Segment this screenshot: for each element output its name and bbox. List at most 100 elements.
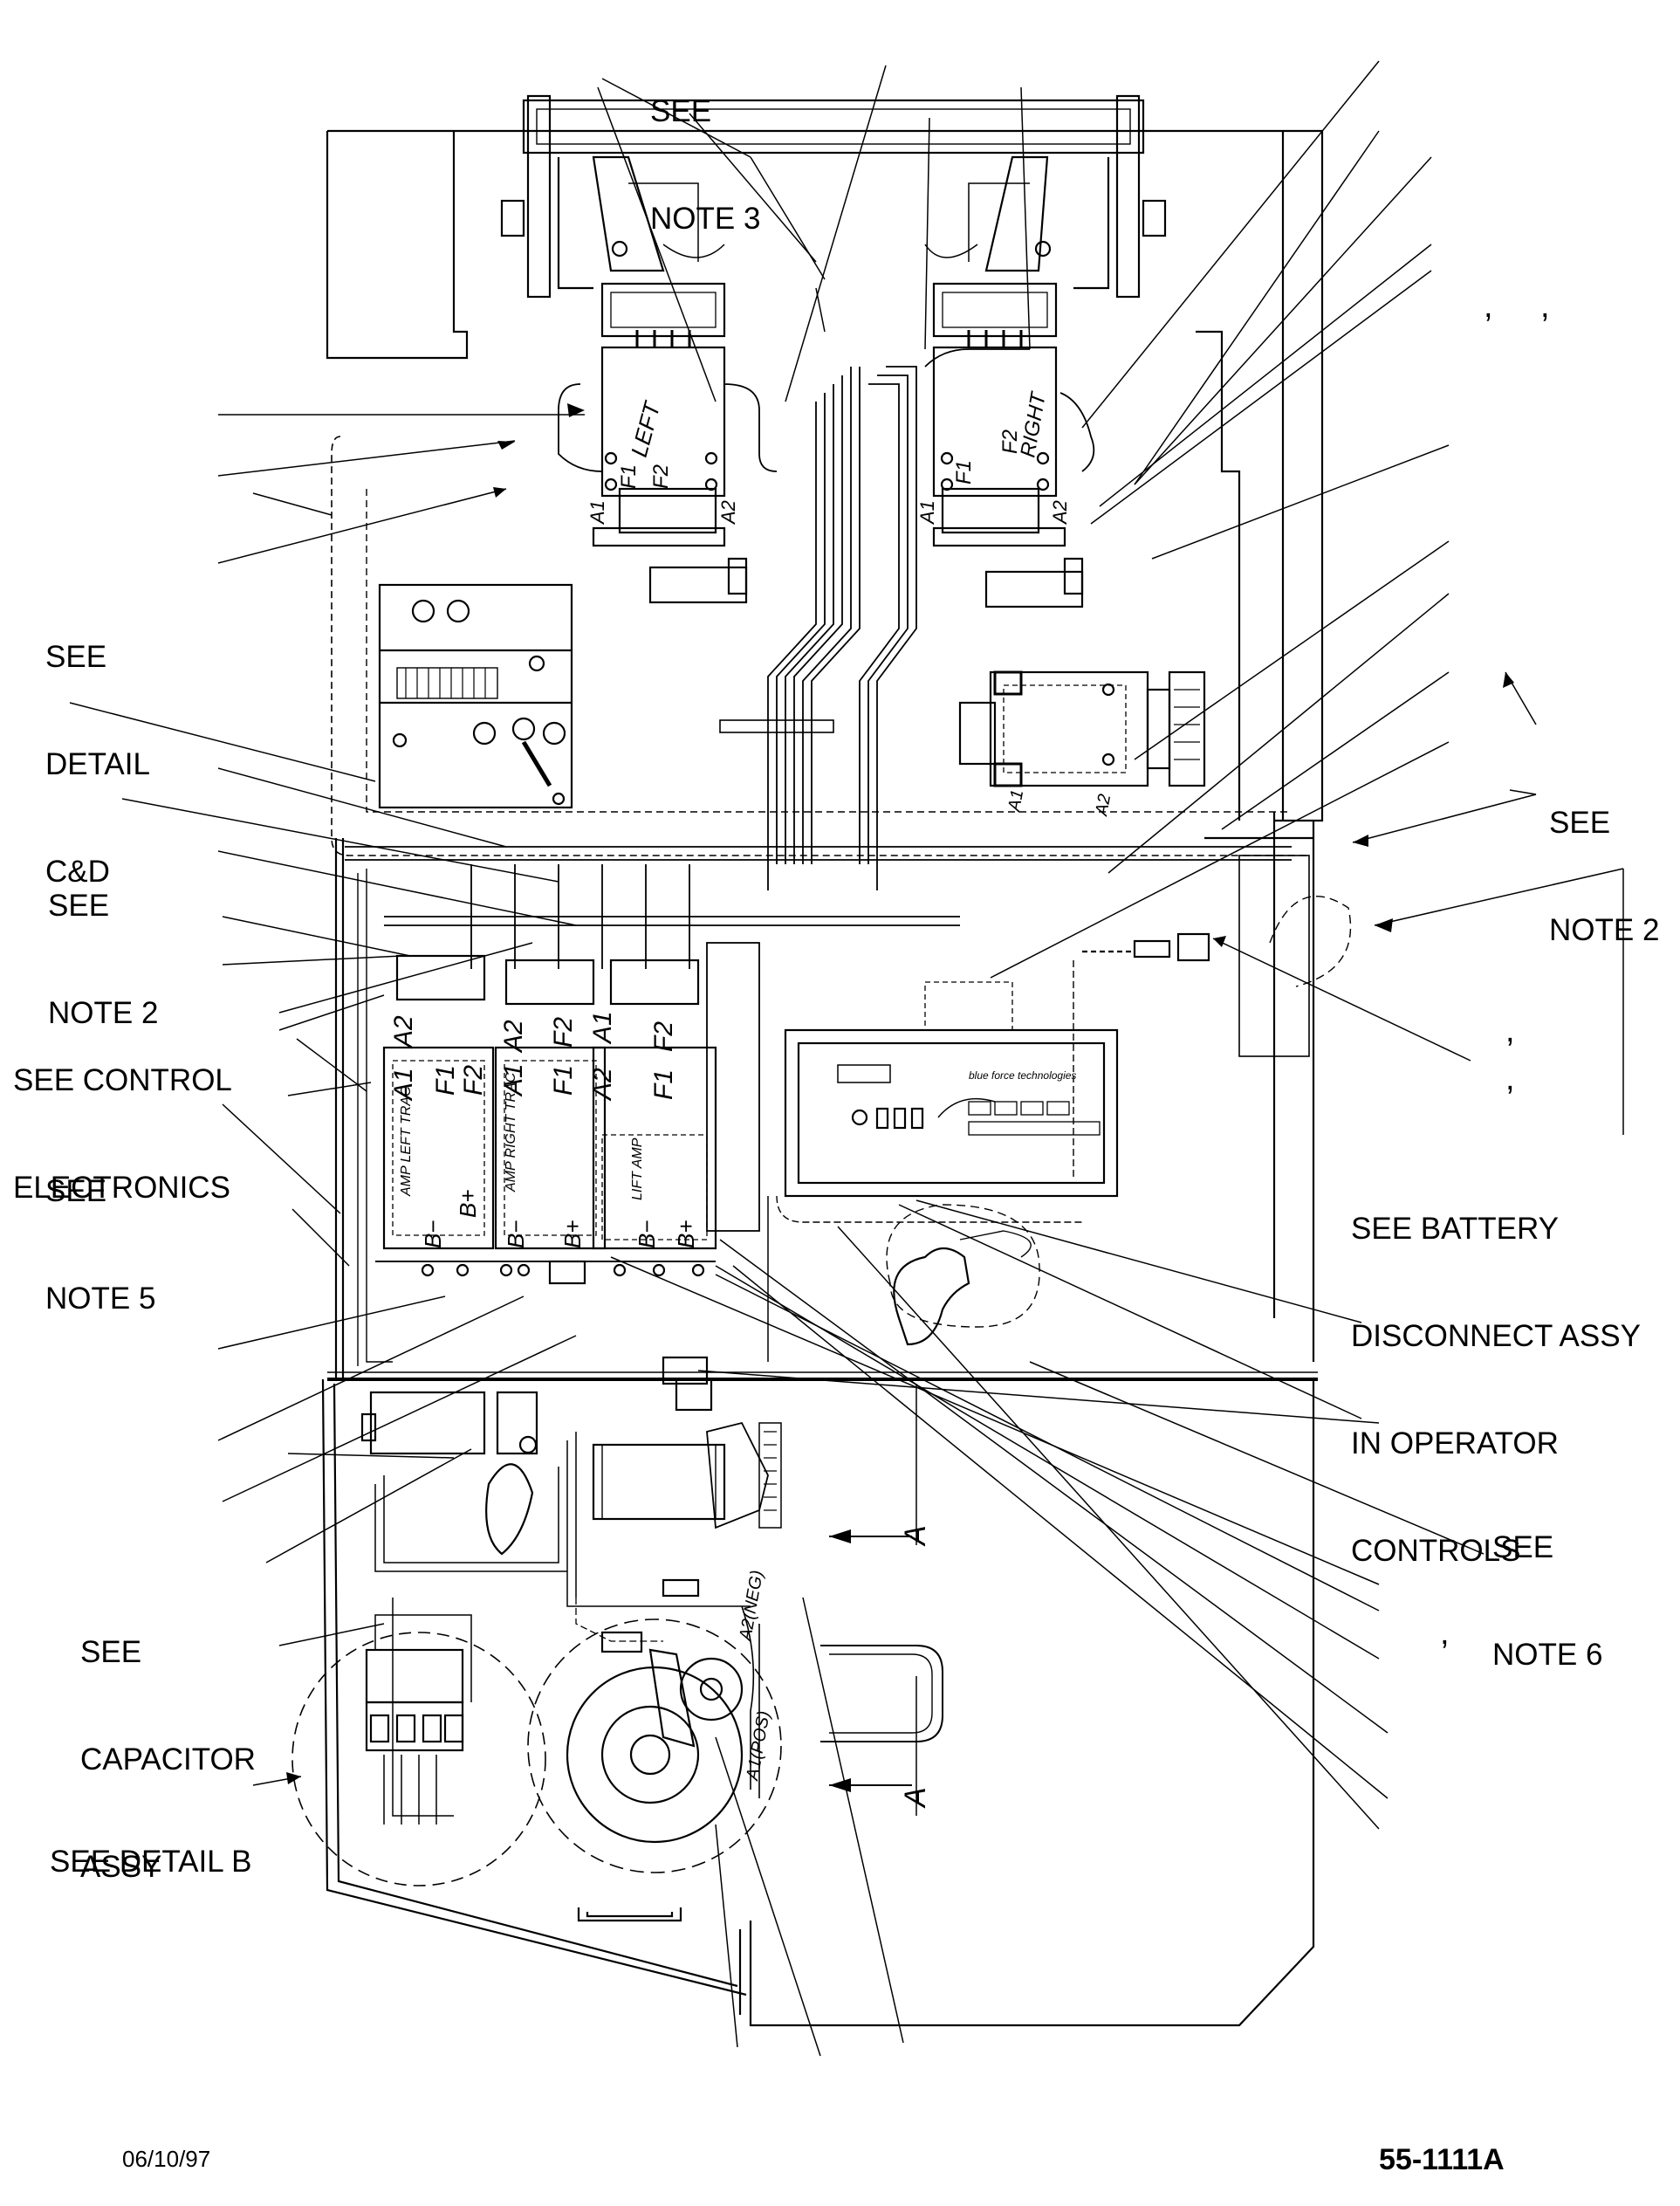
comma-mark: ,: [1540, 288, 1550, 325]
upper-bus: [345, 846, 1292, 1366]
amp-lift-f1: F1: [649, 1069, 678, 1100]
main-harness: [558, 348, 1095, 890]
left-motor-markings: LEFT F1 F2 A1 A2: [586, 397, 739, 526]
label-see-detail-b: SEE DETAIL B: [50, 1772, 251, 1915]
amp-lift-a2: A2: [588, 1068, 617, 1102]
amp-right-b-minus: B−: [503, 1220, 529, 1248]
drive-axle-frame: [500, 94, 1167, 299]
amp-right-b-plus: B+: [559, 1220, 586, 1248]
comma-mark: ,: [1484, 288, 1493, 325]
lower-left-components: [360, 1391, 567, 1572]
label-line: C&D: [45, 855, 110, 889]
left-motor-label: LEFT: [626, 397, 666, 459]
section-mark-bottom: A: [899, 1787, 932, 1809]
left-motor-a1: A1: [586, 500, 608, 526]
amp-terminal-strip: [375, 1260, 716, 1285]
amp-left-f2: F2: [459, 1065, 488, 1096]
lift-contactor: [566, 1356, 782, 1653]
amp-right-a2: A2: [499, 1020, 528, 1054]
amplifier-right-trac: [494, 959, 607, 1250]
amp-right-name: AMP RIGHT TRAC: [504, 1072, 518, 1192]
tow-handle: [820, 1645, 943, 1742]
label-see-control-electronics: SEE CONTROL ELECTRONICS: [13, 991, 232, 1241]
right-traction-motor: [932, 282, 1084, 608]
section-marker: [829, 1384, 917, 1816]
lift-pump-motor: [527, 1605, 782, 1873]
left-motor-a2: A2: [717, 500, 739, 526]
label-see-note-2-right: SEE NOTE 2: [1549, 733, 1659, 984]
amplifier-lift: [592, 942, 760, 1250]
amp-left-name: AMP LEFT TRAC: [399, 1086, 414, 1197]
label-see-note-5: SEE NOTE 5: [45, 1102, 155, 1352]
display-module: [784, 981, 1119, 1198]
right-motor-f1: F1: [952, 460, 976, 484]
label-see-battery-disconnect: SEE BATTERY DISCONNECT ASSY IN OPERATOR …: [1351, 1139, 1641, 1605]
label-line: SEE: [80, 1635, 142, 1669]
contactor-markings: A1 A2: [1005, 788, 1114, 818]
label-line: CAPACITOR: [80, 1742, 256, 1776]
chassis-outline: [321, 129, 1324, 2027]
amp-left-a1: A1: [389, 1068, 418, 1102]
contactor-assembly: [958, 670, 1206, 787]
comma-mark: ,: [1440, 1615, 1450, 1652]
battery-connector: [1073, 855, 1352, 1179]
detail-b-region: [291, 1597, 546, 1886]
right-motor-f2: F2: [998, 430, 1022, 454]
label-line: NOTE 2: [1549, 913, 1660, 947]
amp-left-a2: A2: [389, 1015, 418, 1049]
label-see-capacitor-assy: SEE CAPACITOR ASSY: [80, 1563, 256, 1921]
amp-lift-b-minus: B−: [634, 1220, 660, 1248]
left-traction-motor: [592, 282, 748, 604]
label-line: DISCONNECT ASSY: [1351, 1319, 1641, 1353]
label-line: SEE: [1549, 806, 1611, 840]
label-line: SEE: [650, 94, 712, 128]
right-motor-a1: A1: [916, 500, 938, 526]
display-brand: blue force technologies: [969, 1069, 1076, 1082]
amplifier-left-trac: [382, 954, 495, 1250]
amp-left-f1: F1: [431, 1065, 460, 1096]
drawing-number: 55-1111A: [1379, 2143, 1505, 2176]
contactor-a-mark: A1: [1005, 788, 1027, 814]
amp-right-f2: F2: [549, 1017, 578, 1048]
comma-mark: ,: [1505, 1013, 1515, 1049]
contactor-s-mark: A2: [1092, 793, 1114, 818]
section-mark-top: A: [899, 1525, 932, 1547]
steering-pump-area: [767, 1195, 1082, 1362]
amp-lift-name: LIFT AMP: [630, 1137, 645, 1200]
label-line: SEE DETAIL B: [50, 1845, 252, 1879]
arrowheads: [286, 403, 1514, 1792]
label-line: CONTROLS: [1351, 1534, 1521, 1568]
amp-markings: A1 A2 F1 F2 AMP LEFT TRAC B− B+ A1 A2 F1…: [389, 1011, 699, 1248]
detail-cd-panel: [378, 583, 573, 809]
label-line: SEE: [45, 640, 107, 674]
label-see-detail-cd: SEE DETAIL C&D: [45, 567, 150, 925]
label-see-note-6: SEE NOTE 6: [1492, 1458, 1602, 1708]
amp-lift-a1: A1: [588, 1011, 617, 1045]
label-line: NOTE 2: [48, 996, 159, 1030]
leader-lines: [69, 60, 1624, 2057]
label-see-note-2-left: SEE NOTE 2: [48, 816, 158, 1067]
label-see-note-3: SEE NOTE 3: [650, 22, 760, 272]
amp-left-b-minus: B−: [420, 1220, 446, 1248]
right-motor-a2: A2: [1049, 500, 1071, 526]
label-line: SEE: [1492, 1530, 1554, 1564]
amp-lift-b-plus: B+: [673, 1220, 699, 1248]
left-motor-f2: F2: [649, 464, 673, 489]
left-motor-f1: F1: [617, 464, 641, 489]
amp-left-b-plus: B+: [455, 1189, 481, 1218]
pump-a1-pos: A1(POS): [743, 1709, 774, 1783]
label-line: NOTE 5: [45, 1282, 156, 1316]
label-line: SEE: [45, 1174, 107, 1208]
label-line: SEE: [48, 889, 110, 923]
label-line: IN OPERATOR: [1351, 1426, 1559, 1460]
label-line: SEE CONTROL: [13, 1063, 232, 1097]
amp-right-f1: F1: [549, 1065, 578, 1096]
amp-lift-f2: F2: [649, 1021, 678, 1052]
amp-right-a1: A1: [499, 1063, 528, 1097]
label-line: ASSY: [80, 1850, 162, 1884]
comma-mark: ,: [1505, 1061, 1515, 1097]
label-line: DETAIL: [45, 747, 150, 781]
label-line: SEE BATTERY: [1351, 1212, 1559, 1246]
drawing-date: 06/10/97: [122, 2146, 211, 2172]
